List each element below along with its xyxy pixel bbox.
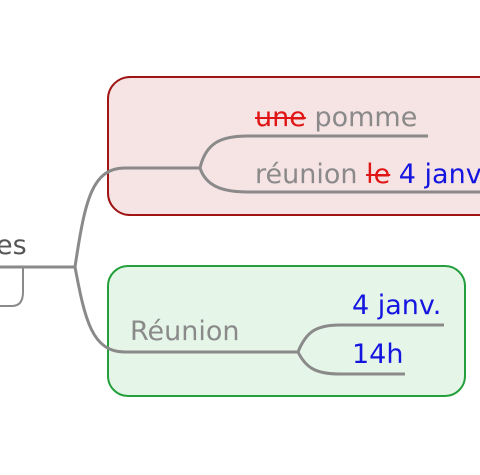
top-item2-struck: le xyxy=(366,159,391,190)
top-branch-box[interactable] xyxy=(107,76,480,216)
top-item1-struck: une xyxy=(255,102,306,133)
connector-top-item1 xyxy=(198,134,428,169)
connector-root-bottom xyxy=(73,266,298,354)
bottom-child-date[interactable]: 4 janv. xyxy=(352,290,442,321)
top-item2[interactable]: réunion le 4 janv xyxy=(255,161,480,188)
connector-bottom-child1 xyxy=(296,323,444,353)
top-item1-text: pomme xyxy=(314,102,418,133)
connector-root-top xyxy=(73,166,200,268)
bottom-child-time[interactable]: 14h xyxy=(352,339,404,370)
root-node-label[interactable]: es xyxy=(0,230,27,261)
connector-top-item2 xyxy=(198,167,480,194)
top-item1[interactable]: une pomme xyxy=(255,104,417,131)
top-item2-added: 4 janv xyxy=(398,159,480,190)
bottom-branch-box[interactable] xyxy=(107,265,466,397)
root-hook xyxy=(0,268,24,307)
bottom-branch-label[interactable]: Réunion xyxy=(130,316,240,347)
top-item2-text: réunion xyxy=(255,159,358,190)
connector-bottom-child2 xyxy=(296,351,405,376)
